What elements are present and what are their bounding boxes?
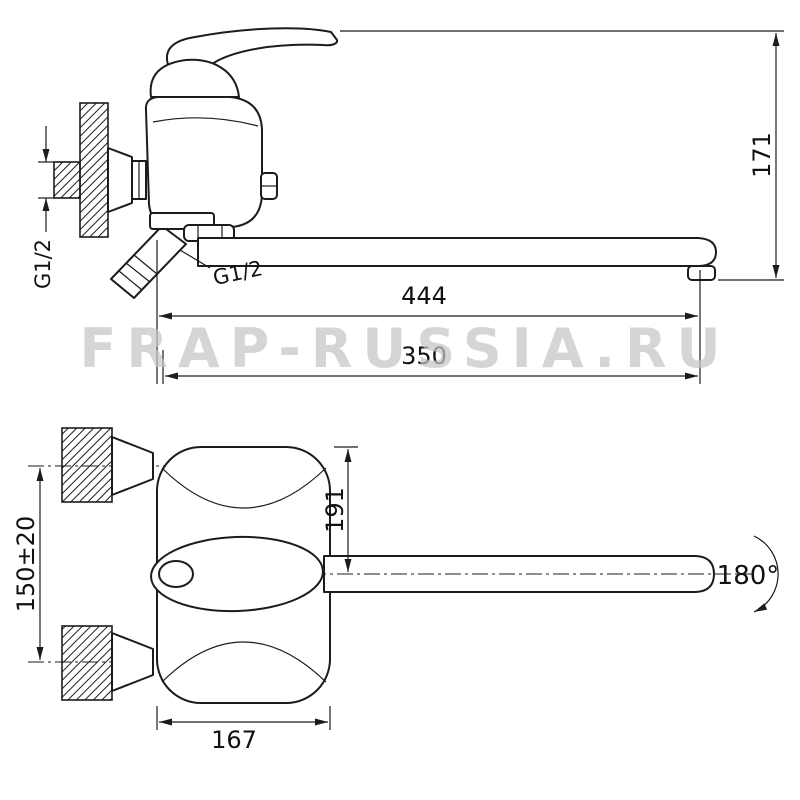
escutcheon-front-bottom <box>111 632 154 692</box>
dimension-pipe-spacing: 150±20 <box>12 468 44 660</box>
body-curve-bottom <box>161 641 327 683</box>
escutcheon-front-top <box>111 436 154 496</box>
dim-depth-label: 191 <box>321 487 349 533</box>
dimension-height-171: 171 <box>340 30 784 281</box>
dimension-spout-length-350: 350 <box>162 342 698 384</box>
dimension-thread-wall: G1/2 <box>31 126 55 289</box>
wall-section-front-bottom <box>61 625 113 701</box>
dim-height-label: 171 <box>748 132 776 178</box>
dimension-depth-191: 191 <box>321 446 358 572</box>
swivel-angle-callout: 180° <box>717 535 780 613</box>
dim-spout-length-label: 350 <box>401 342 447 370</box>
dim-total-length-label: 444 <box>401 282 447 310</box>
side-view: 171 444 350 G1/2 G1/2 <box>31 27 784 384</box>
diverter-knob <box>260 172 278 200</box>
dimension-body-width-167: 167 <box>156 706 331 754</box>
spout-side <box>197 237 717 267</box>
front-view: 180° 150±20 191 167 <box>12 427 780 754</box>
wall-section-side <box>79 102 109 238</box>
swivel-angle-label: 180° <box>717 561 780 591</box>
body-curve-top <box>161 467 327 509</box>
supply-pipe-stub <box>53 161 81 199</box>
handle-front-hub <box>158 560 194 588</box>
dim-pipe-spacing-label: 150±20 <box>12 516 40 612</box>
watermark-text: FRAP-RUSSIA.RU <box>80 317 731 380</box>
faucet-body-side <box>144 96 263 228</box>
dim-body-width-label: 167 <box>211 726 257 754</box>
wall-escutcheon <box>107 147 133 213</box>
aerator <box>687 265 716 281</box>
handle-front <box>150 535 324 613</box>
thread-wall-label: G1/2 <box>31 239 55 289</box>
handle-cap <box>149 58 240 98</box>
body-detail-line <box>152 117 259 127</box>
eccentric-connector <box>110 225 187 299</box>
dimension-total-length-444: 444 <box>156 240 701 384</box>
wall-section-front-top <box>61 427 113 503</box>
